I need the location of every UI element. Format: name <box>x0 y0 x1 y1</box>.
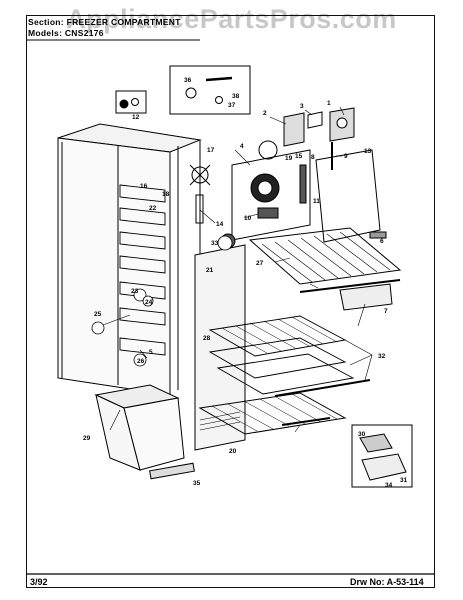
shelf-27 <box>248 227 402 293</box>
callout-35: 35 <box>193 480 201 487</box>
callout-10: 10 <box>244 215 252 222</box>
callout-20: 20 <box>229 448 237 455</box>
drawing-number: Drw No: A-53-114 <box>350 577 424 587</box>
fan-motor-assembly <box>189 140 311 249</box>
callout-25: 25 <box>94 311 102 318</box>
callout-13: 13 <box>364 148 372 155</box>
callout-12: 12 <box>132 114 140 121</box>
part-13-panel <box>315 149 381 243</box>
callout-28: 28 <box>203 335 211 342</box>
watermark-text: AppliancePartsPros.com <box>66 4 397 34</box>
cabinet-outline <box>57 123 202 396</box>
callout-8: 8 <box>311 154 315 161</box>
part-38 <box>205 76 233 82</box>
part-37 <box>215 96 223 104</box>
callout-22: 22 <box>149 205 157 212</box>
shelf-20 <box>198 392 347 435</box>
callout-labels: 1 2 3 4 5 6 7 8 9 10 11 12 13 14 15 16 1… <box>83 77 408 489</box>
callout-24: 24 <box>145 299 153 306</box>
part-35 <box>149 462 195 480</box>
callout-2: 2 <box>263 110 267 117</box>
leader-lines <box>102 106 373 433</box>
callout-15: 15 <box>295 153 303 160</box>
callout-7: 7 <box>384 308 388 315</box>
callout-38: 38 <box>232 93 240 100</box>
part-12-box <box>115 90 147 114</box>
callout-11: 11 <box>313 198 320 205</box>
callout-31: 31 <box>400 477 408 484</box>
callout-29: 29 <box>83 435 91 442</box>
callout-16: 16 <box>140 183 148 190</box>
callout-37: 37 <box>228 102 236 109</box>
callout-33: 33 <box>211 240 219 247</box>
callout-34: 34 <box>385 482 393 489</box>
revision-date: 3/92 <box>30 577 48 587</box>
drawing-frame <box>26 15 435 588</box>
callout-1: 1 <box>327 100 331 107</box>
callout-30: 30 <box>358 431 366 438</box>
callout-circles <box>91 235 233 367</box>
rear-panel-grille <box>199 411 241 431</box>
section-title: Section: FREEZER COMPARTMENT <box>28 17 181 27</box>
callout-18: 18 <box>162 191 170 198</box>
models-line: Models: CNS2176 <box>28 28 104 38</box>
callout-14: 14 <box>216 221 224 228</box>
callout-32: 32 <box>378 353 386 360</box>
part-6 <box>369 231 387 239</box>
callout-9: 9 <box>344 153 348 160</box>
callout-26: 26 <box>137 358 145 365</box>
callout-21: 21 <box>206 267 214 274</box>
callout-17: 17 <box>207 147 215 154</box>
callout-3: 3 <box>300 103 304 110</box>
part-36 <box>185 87 197 99</box>
callout-5: 5 <box>149 349 153 356</box>
callout-27: 27 <box>256 260 264 267</box>
callout-19: 19 <box>285 155 293 162</box>
upper-right-parts <box>283 107 355 170</box>
callout-4: 4 <box>240 143 244 150</box>
ice-tray-kit <box>351 424 413 488</box>
callout-6: 6 <box>380 238 384 245</box>
ice-bin-29 <box>94 384 185 471</box>
door-bins <box>119 184 166 356</box>
callout-36: 36 <box>184 77 192 84</box>
callout-23: 23 <box>131 288 139 295</box>
hardware-kit-box <box>169 65 251 115</box>
part-7-bin <box>339 283 393 311</box>
